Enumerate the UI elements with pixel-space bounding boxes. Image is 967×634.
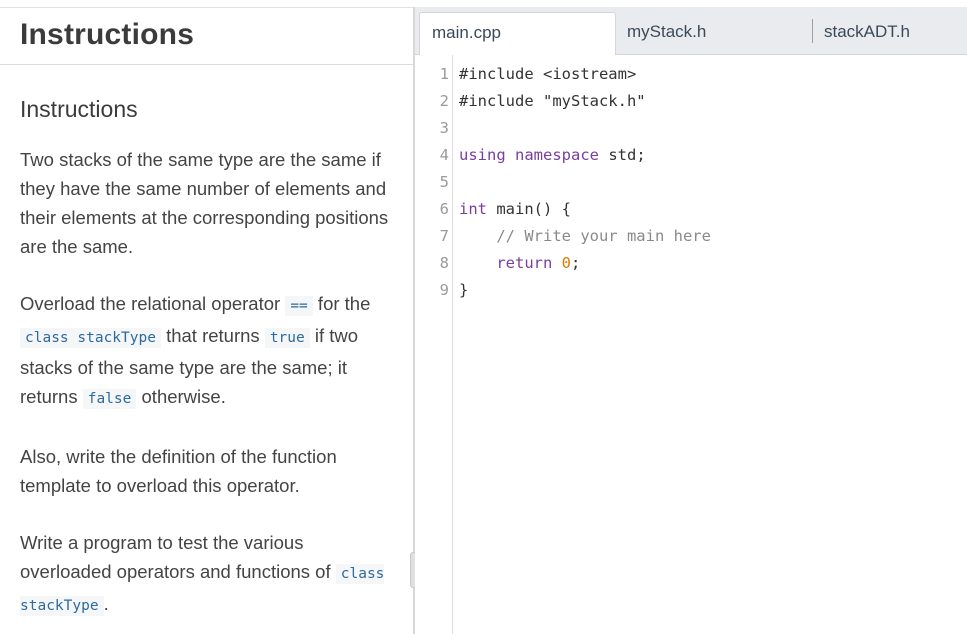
tab-main-cpp[interactable]: main.cpp <box>419 12 616 55</box>
code-line[interactable]: return 0; <box>459 250 580 277</box>
line-number: 3 <box>439 119 449 137</box>
tab-stackadt-h[interactable]: stackADT.h <box>824 22 910 41</box>
text: if two stacks of the same type are the s… <box>20 325 359 407</box>
code-token: } <box>459 281 469 299</box>
code-token: #include <iostream> <box>459 65 637 83</box>
code-token: std; <box>599 146 646 164</box>
paragraph-1: Two stacks of the same type are the same… <box>20 149 389 257</box>
code-line[interactable]: int main() { <box>459 196 571 223</box>
line-number: 6 <box>439 200 449 218</box>
line-number: 9 <box>439 281 449 299</box>
code-line[interactable]: #include <iostream> <box>459 61 636 88</box>
code-token <box>459 227 496 245</box>
editor-panel: main.cpp myStack.h stackADT.h 1 #include … <box>415 7 967 634</box>
inline-code: true <box>264 328 310 348</box>
code-line[interactable]: using namespace std; <box>459 142 646 169</box>
paragraph-2: Overload the relational operator == for … <box>20 289 390 414</box>
code-editor[interactable]: 1 #include <iostream> 2 #include "myStack.h… <box>415 55 967 634</box>
line-number-gutter <box>415 55 453 634</box>
line-number: 2 <box>439 92 449 110</box>
line-number: 8 <box>439 254 449 272</box>
text: that returns <box>160 325 265 346</box>
instructions-body: Instructions Two stacks of the same type… <box>20 96 390 634</box>
code-token <box>552 254 561 272</box>
code-line[interactable]: } <box>459 277 468 304</box>
code-token: // Write your main here <box>496 227 711 245</box>
panel-title: Instructions <box>20 18 195 51</box>
text: . <box>103 593 109 614</box>
code-token: 0 <box>561 254 572 272</box>
inline-code: class stackType <box>20 328 161 348</box>
instructions-header: Instructions <box>0 8 413 65</box>
code-token: #include "myStack.h" <box>459 92 646 110</box>
line-number: 1 <box>439 65 449 83</box>
code-token: return <box>496 254 553 272</box>
code-token: using <box>459 146 506 164</box>
instructions-panel: Instructions Instructions Two stacks of … <box>0 0 413 634</box>
paragraph-4: Write a program to test the various over… <box>20 528 390 621</box>
code-token: int <box>459 200 487 218</box>
file-tabs: main.cpp myStack.h stackADT.h <box>415 7 967 55</box>
line-number: 7 <box>439 227 449 245</box>
line-number: 5 <box>439 173 449 191</box>
text: otherwise. <box>136 386 226 407</box>
paragraph-3: Also, write the definition of the functi… <box>20 446 337 496</box>
code-line[interactable]: #include "myStack.h" <box>459 88 646 115</box>
text: Overload the relational operator <box>20 293 286 314</box>
text: Write a program to test the various over… <box>20 532 336 582</box>
inline-code: == <box>285 296 313 316</box>
inline-code: false <box>82 389 137 409</box>
code-token: namespace <box>515 146 600 164</box>
code-token <box>459 254 496 272</box>
pane-divider[interactable] <box>413 7 415 634</box>
code-token: main() { <box>487 200 571 218</box>
code-token: ; <box>571 254 581 272</box>
text: for the <box>312 293 371 314</box>
code-line[interactable]: // Write your main here <box>459 223 711 250</box>
tab-separator <box>812 19 813 43</box>
section-heading: Instructions <box>20 96 138 122</box>
line-number: 4 <box>439 146 449 164</box>
top-border <box>0 7 413 8</box>
code-token <box>506 146 515 164</box>
tab-mystack-h[interactable]: myStack.h <box>627 22 707 41</box>
